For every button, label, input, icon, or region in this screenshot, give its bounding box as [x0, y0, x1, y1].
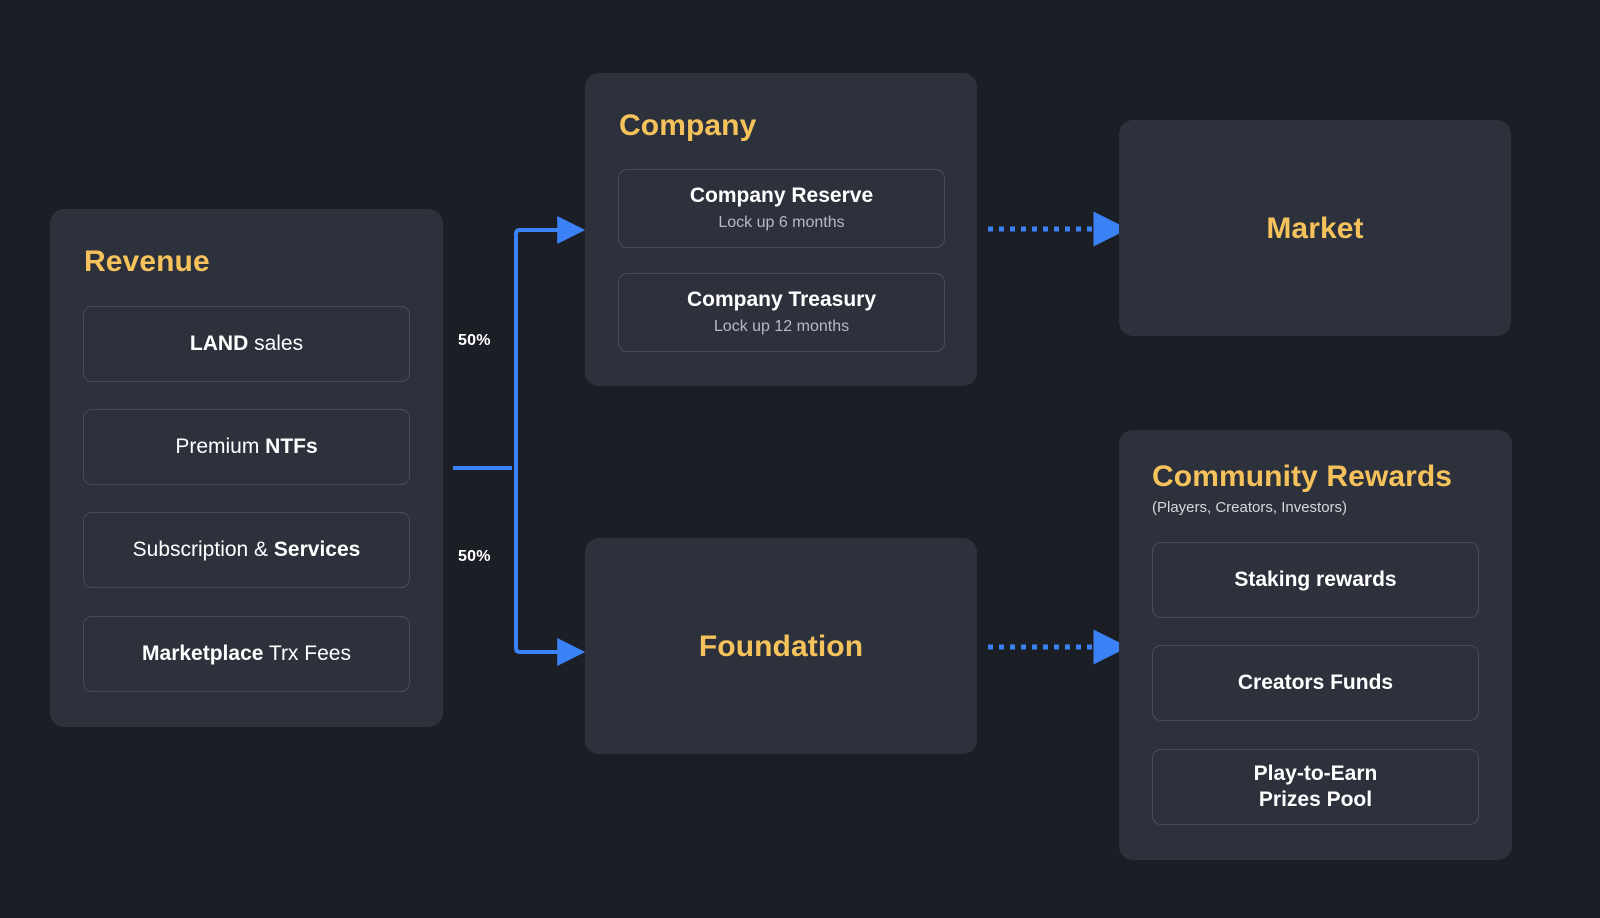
- company-item-treasury[interactable]: Company Treasury Lock up 12 months: [618, 273, 945, 352]
- company-item-label: Company Treasury: [686, 288, 877, 312]
- revenue-card: Revenue LAND sales Premium NTFs Subscrip…: [50, 209, 443, 727]
- connector-revenue-to-foundation: [514, 468, 586, 666]
- company-title: Company: [619, 109, 757, 142]
- community-item-label: Creators Funds: [1237, 670, 1394, 694]
- company-item-lockup: Lock up 6 months: [718, 213, 845, 231]
- company-card: Company Company Reserve Lock up 6 months…: [585, 73, 977, 386]
- community-item-creators-funds[interactable]: Creators Funds: [1152, 645, 1479, 721]
- community-rewards-header: Community Rewards (Players, Creators, In…: [1152, 460, 1492, 517]
- community-rewards-subtitle: (Players, Creators, Investors): [1152, 499, 1348, 516]
- foundation-card: Foundation: [585, 538, 977, 754]
- revenue-item-subscription-services[interactable]: Subscription & Services: [83, 512, 410, 588]
- revenue-title: Revenue: [84, 245, 210, 278]
- split-label-bottom: 50%: [458, 548, 491, 565]
- revenue-item-premium-ntfs[interactable]: Premium NTFs: [83, 409, 410, 485]
- split-label-top: 50%: [458, 332, 491, 349]
- revenue-item-label: Premium NTFs: [175, 434, 318, 458]
- company-item-label: Company Reserve: [689, 184, 874, 208]
- revenue-item-marketplace-trx-fees[interactable]: Marketplace Trx Fees: [83, 616, 410, 692]
- revenue-item-label: Subscription & Services: [132, 537, 361, 561]
- foundation-title: Foundation: [698, 629, 864, 663]
- community-rewards-card: Community Rewards (Players, Creators, In…: [1119, 430, 1512, 860]
- community-item-label: Staking rewards: [1234, 567, 1397, 591]
- company-item-reserve[interactable]: Company Reserve Lock up 6 months: [618, 169, 945, 248]
- community-item-staking-rewards[interactable]: Staking rewards: [1152, 542, 1479, 618]
- revenue-item-land-sales[interactable]: LAND sales: [83, 306, 410, 382]
- market-card: Market: [1119, 120, 1511, 336]
- revenue-item-label: LAND sales: [189, 331, 304, 355]
- revenue-item-label: Marketplace Trx Fees: [142, 641, 351, 665]
- company-item-lockup: Lock up 12 months: [713, 317, 850, 335]
- community-rewards-title: Community Rewards: [1152, 460, 1453, 493]
- market-title: Market: [1266, 211, 1364, 245]
